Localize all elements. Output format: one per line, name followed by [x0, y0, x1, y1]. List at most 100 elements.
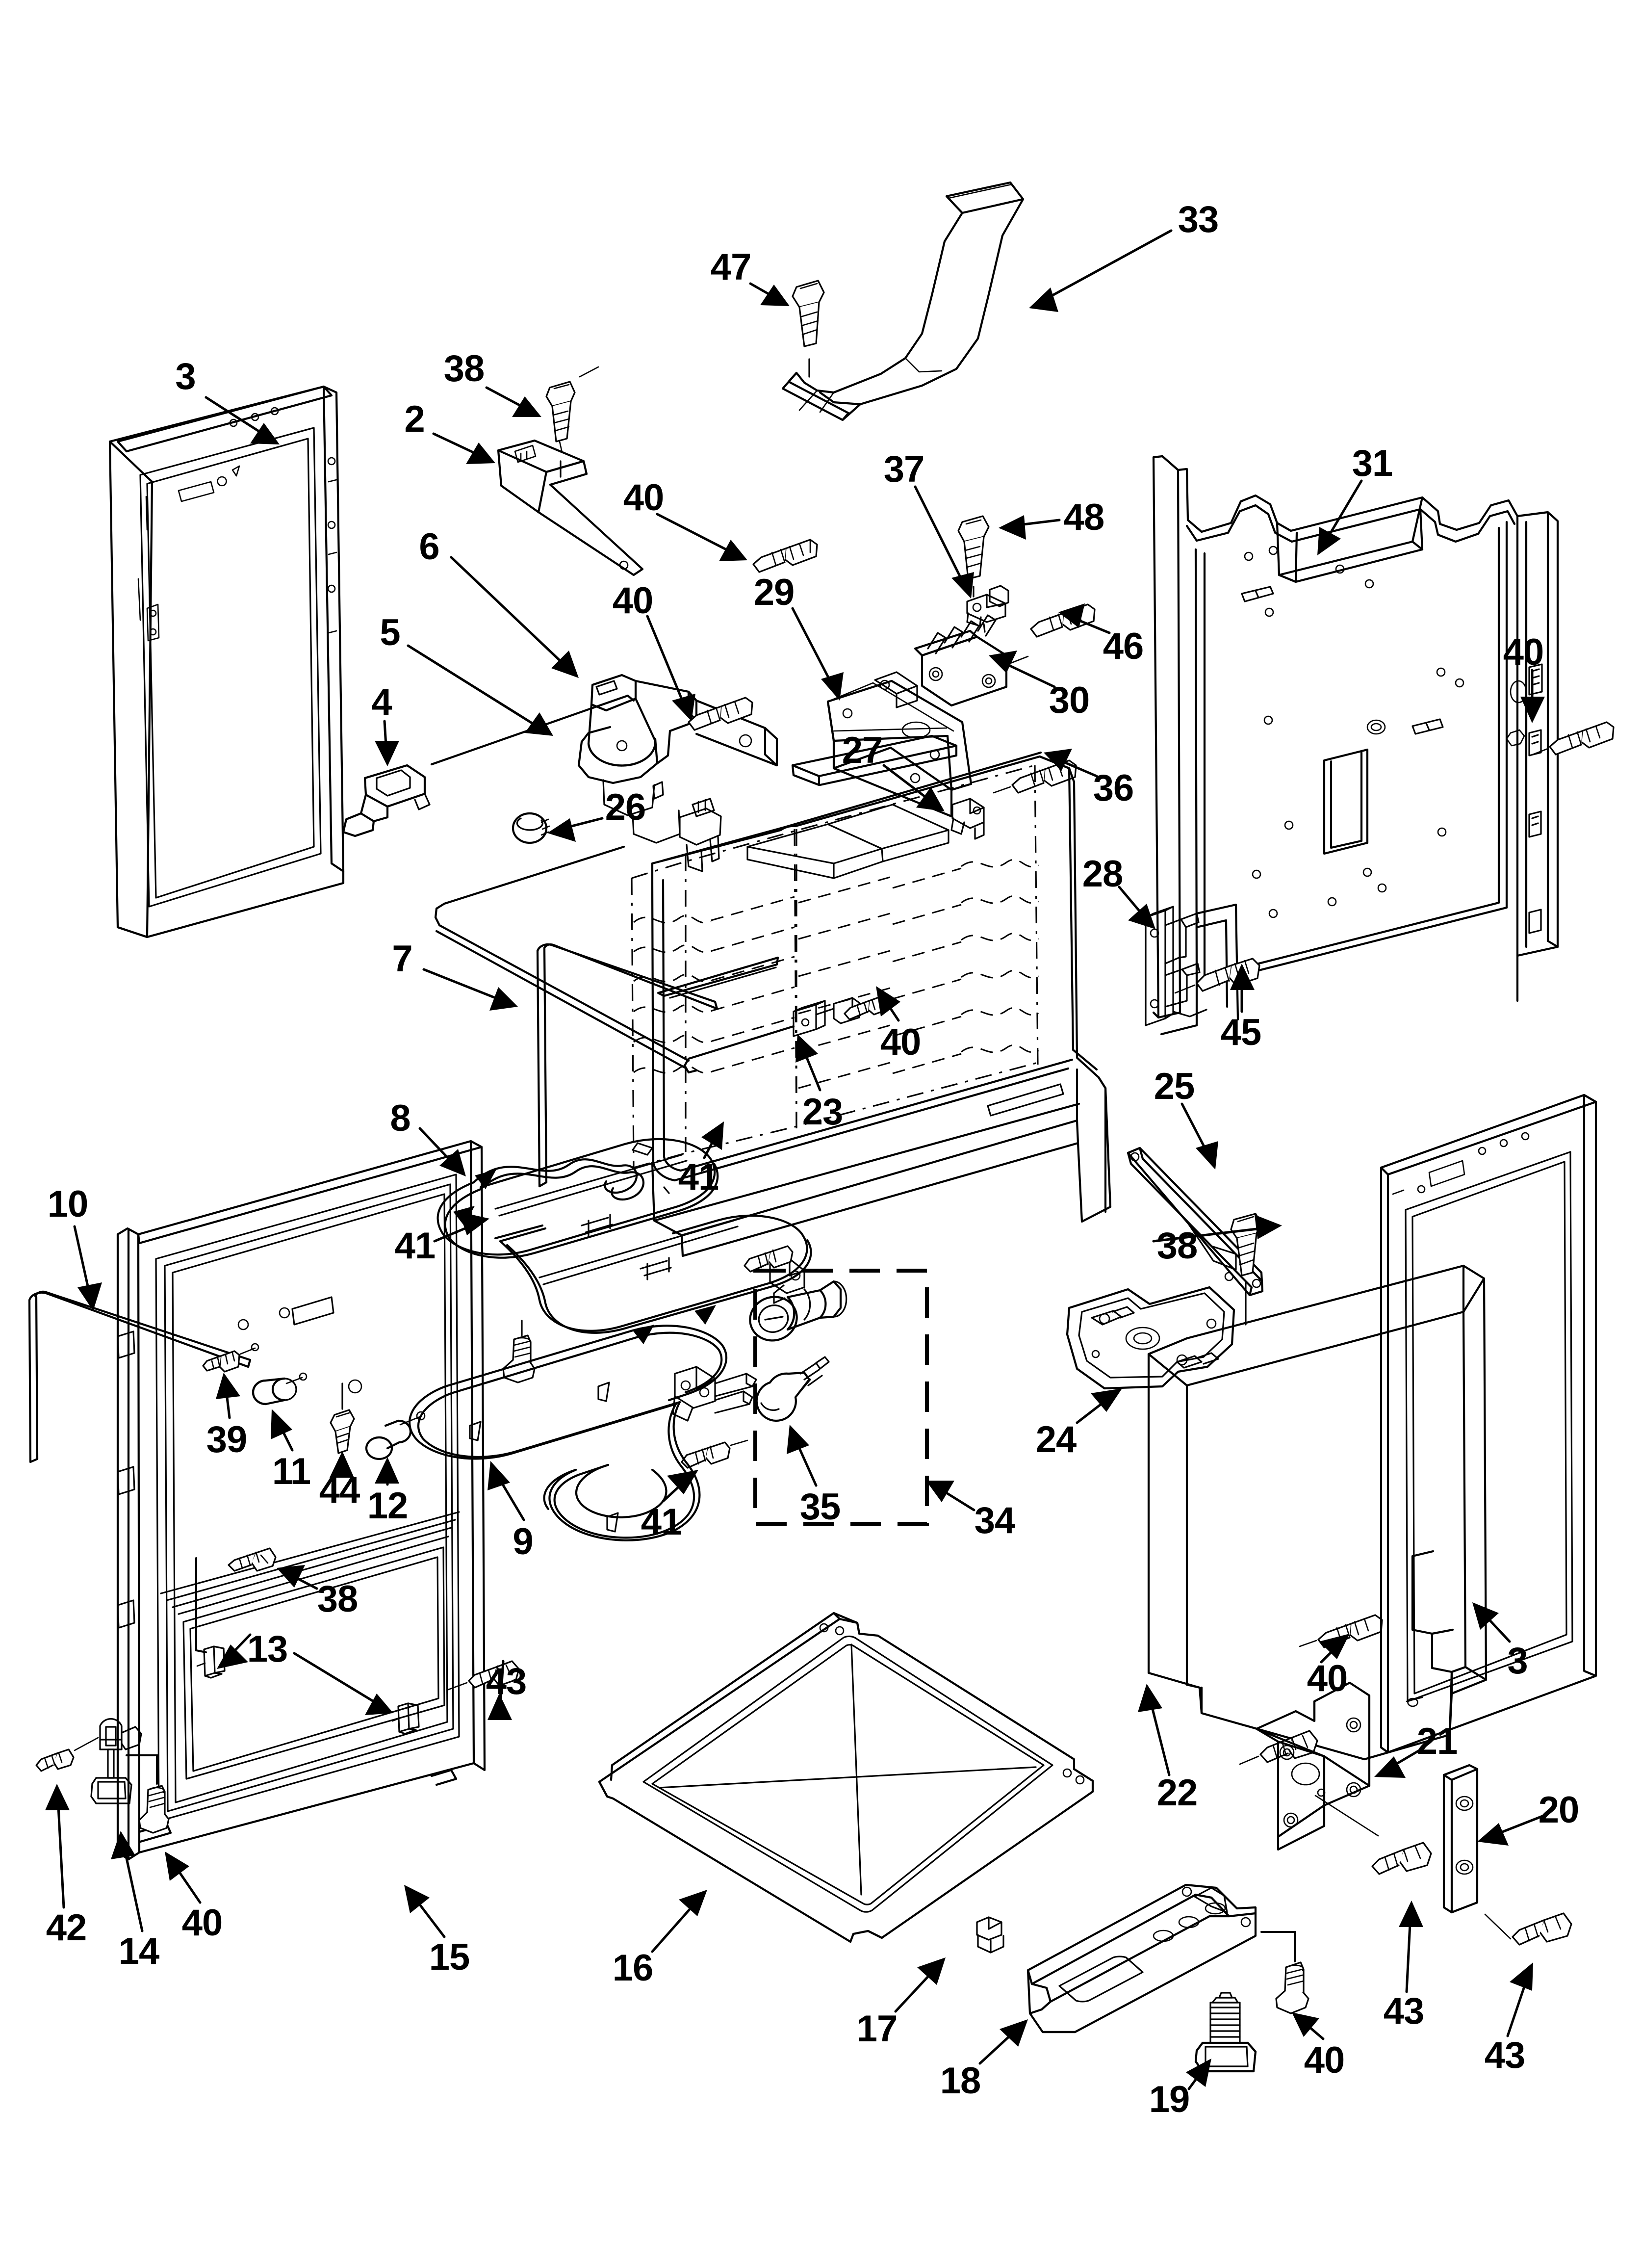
part-24-hinge-receptacle	[1066, 1286, 1235, 1390]
leader-lines	[45, 229, 1546, 2090]
callout-number-temperature-sensor: 23	[802, 1091, 844, 1133]
callout-number-latch-rack-30: 30	[1049, 679, 1090, 721]
callout-number-oven-door-outer-frame-right: 3	[1507, 1640, 1528, 1682]
callout-number-lock-rod-5: 5	[380, 612, 400, 653]
part-33-anti-tip-bracket	[781, 181, 1025, 421]
callout-number-bake-element: 9	[513, 1521, 533, 1563]
callout-number-hinge-receptacle-24: 24	[1035, 1419, 1077, 1460]
part-14-leveling-leg	[90, 1718, 142, 1804]
callout-number-screw-41: 41	[641, 1501, 682, 1543]
part-41-screw-a	[744, 1245, 794, 1273]
callout-number-clip-13: 13	[247, 1628, 288, 1670]
part-22-right-side-panel	[1147, 1264, 1488, 1761]
part-27-bracket	[950, 798, 985, 840]
part-47-screw	[792, 280, 825, 378]
callout-number-screw-43: 43	[1383, 1990, 1425, 2032]
callout-number-oven-door-seal: 7	[392, 938, 412, 980]
callout-number-storage-drawer-bottom: 16	[612, 1947, 654, 1989]
part-25-brace	[1127, 1147, 1264, 1297]
callout-number-oven-lamp-bulb: 35	[799, 1486, 841, 1528]
callout-number-screw-40: 40	[1304, 2039, 1345, 2081]
callout-number-left-side-panel: 15	[429, 1936, 470, 1978]
part-12-grommet	[365, 1411, 426, 1460]
callout-number-screw-38: 38	[443, 348, 485, 390]
callout-number-screw-46: 46	[1103, 626, 1144, 667]
callout-number-screw-48: 48	[1063, 496, 1105, 538]
callout-number-door-lock-motor-assembly: 6	[419, 526, 439, 568]
callout-number-bushing-11: 11	[272, 1451, 311, 1492]
callout-number-oven-lamp-assembly: 34	[974, 1500, 1016, 1541]
callout-number-screw-43: 43	[486, 1661, 527, 1702]
part-48-screw	[957, 515, 990, 598]
part-30-latch-rack	[914, 614, 1029, 707]
part-9-bake-element	[409, 1325, 757, 1541]
part-28-latch-bracket	[1145, 906, 1207, 1026]
callout-number-screw-36: 36	[1093, 767, 1134, 809]
part-31-rear-panel	[1152, 455, 1559, 1036]
callout-number-strike-plate-20: 20	[1538, 1789, 1580, 1831]
callout-number-bracket-27: 27	[842, 730, 883, 771]
callout-number-anti-tip-bracket: 33	[1178, 199, 1219, 240]
callout-number-leveling-foot-19: 19	[1149, 2079, 1190, 2120]
callout-number-screw-41: 41	[678, 1156, 719, 1198]
part-2-bracket	[497, 439, 644, 576]
callout-number-hinge-bracket-21: 21	[1416, 1721, 1458, 1762]
callout-number-plug-button-26: 26	[605, 786, 646, 828]
callout-number-clip-17: 17	[856, 2008, 898, 2050]
callout-number-latch-support-29: 29	[753, 572, 795, 613]
callout-number-screw-45: 45	[1220, 1012, 1262, 1053]
callout-number-brace-25: 25	[1154, 1066, 1195, 1107]
callout-number-rear-panel: 31	[1352, 443, 1393, 484]
part-4-clip	[342, 764, 431, 837]
part-43-screw-a	[447, 1660, 520, 1691]
part-3-door-frame-right	[1380, 1094, 1597, 1754]
part-3-door-frame-left	[108, 385, 345, 938]
part-43-screw-b	[1371, 1842, 1432, 1875]
callout-number-side-trim-22: 22	[1156, 1772, 1198, 1814]
part-39-screw	[202, 1343, 259, 1373]
callout-number-screw-43: 43	[1484, 2034, 1526, 2076]
part-6-door-lock-motor	[577, 674, 778, 872]
callout-number-screw-38: 38	[317, 1578, 359, 1620]
callout-number-latch-bracket-28: 28	[1082, 853, 1124, 895]
callout-number-screw-39: 39	[206, 1419, 248, 1460]
part-21-hinge-bracket	[1255, 1681, 1379, 1851]
part-23-temperature-sensor	[434, 845, 860, 1074]
part-29-latch-support	[826, 671, 973, 818]
part-40-screw-f	[126, 1754, 170, 1834]
part-40-screw-a	[752, 539, 818, 573]
part-44-screw	[330, 1382, 355, 1454]
part-26-plug-button	[512, 812, 550, 844]
callout-number-screw-40: 40	[612, 580, 654, 622]
part-38-screw-top	[545, 366, 599, 478]
callout-number-screw-40: 40	[181, 1902, 223, 1944]
part-16-drawer-bottom	[598, 1612, 1094, 1943]
part-42-screw	[35, 1737, 99, 1772]
callout-number-screw-44: 44	[319, 1469, 360, 1511]
part-8-broil-element	[436, 1138, 812, 1344]
part-19-leveling-foot	[1194, 1992, 1257, 2073]
callout-number-oven-door-outer-frame-left: 3	[175, 356, 196, 397]
part-20-strike-plate	[1442, 1764, 1479, 1914]
part-43-screw-c	[1484, 1912, 1572, 1946]
part-40-screw-g	[1260, 1931, 1309, 2014]
callout-number-door-seal-10: 10	[47, 1183, 89, 1225]
part-40-screw-b	[688, 697, 753, 731]
part-10-seal	[28, 1290, 252, 1463]
part-40-screw-c	[1529, 721, 1615, 756]
part-11-bushing	[252, 1372, 308, 1406]
callout-number-screw-40: 40	[1503, 631, 1544, 673]
callout-number-broil-element: 8	[390, 1097, 410, 1139]
part-38-screw-c	[228, 1547, 277, 1572]
part-17-clip	[976, 1916, 1004, 1954]
callout-number-drawer-glide-rail: 18	[940, 2060, 981, 2102]
callout-number-clip-4: 4	[371, 681, 392, 723]
callout-number-screw-41: 41	[394, 1225, 436, 1267]
callout-number-screw-42: 42	[46, 1907, 87, 1949]
callout-number-screw-40: 40	[1307, 1658, 1348, 1699]
part-18-glide-rail	[1026, 1883, 1257, 2033]
part-7-door-seal	[536, 943, 718, 1188]
callout-number-clip-37: 37	[883, 448, 925, 490]
